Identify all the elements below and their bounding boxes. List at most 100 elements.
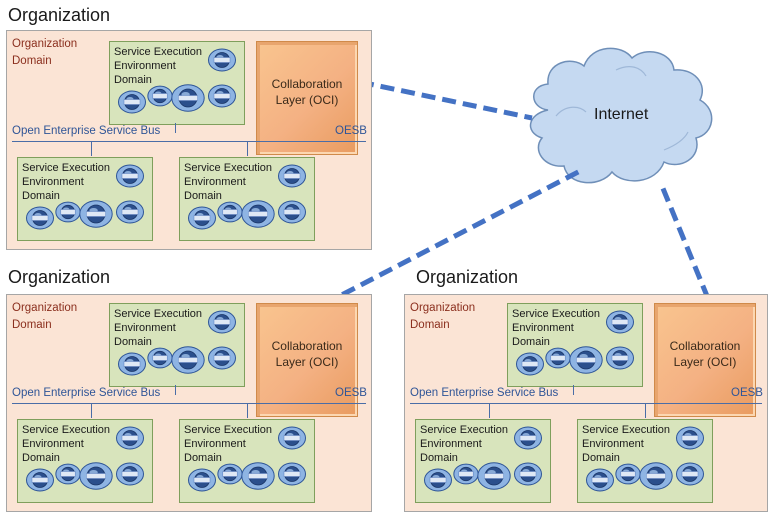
service-icon: [26, 206, 54, 230]
organization-2: Organization Domain Service Execution En…: [6, 294, 372, 512]
service-cluster-graphic: [26, 164, 144, 230]
internet-cloud: [529, 47, 713, 184]
service-icon: [453, 463, 479, 485]
osb-label-3: Open Enterprise Service Bus: [410, 387, 559, 399]
service-icon: [278, 200, 306, 224]
see-label: Service Execution Environment Domain: [114, 308, 203, 348]
service-cluster-graphic: [586, 426, 704, 492]
bus-connector: [175, 385, 176, 395]
org-title-3: Organization: [416, 267, 519, 287]
service-cluster: [180, 420, 314, 502]
see-domain-1a: Service Execution Environment Domain: [109, 41, 245, 125]
service-icon: [116, 462, 144, 486]
bus-connector: [489, 404, 490, 418]
service-cluster: [18, 420, 152, 502]
service-bus-1: [12, 141, 366, 142]
service-icon: [188, 468, 216, 492]
org-domain-label-2: Organization Domain: [12, 302, 78, 331]
oesb-label-1: OESB: [335, 125, 367, 137]
service-cluster-graphic: [26, 426, 144, 492]
service-icon: [79, 462, 113, 490]
bus-connector: [645, 404, 646, 418]
osb-label-2: Open Enterprise Service Bus: [12, 387, 161, 399]
service-icon: [116, 164, 144, 188]
service-icon: [171, 346, 205, 374]
service-icon: [569, 346, 603, 374]
service-icon: [639, 462, 673, 490]
service-icon: [79, 200, 113, 228]
service-icon: [545, 347, 571, 369]
see-label: Service Execution Environment Domain: [22, 424, 111, 464]
service-cluster-graphic: [516, 310, 634, 376]
org-domain-label-1: Organization Domain: [12, 38, 78, 67]
see-label: Service Execution Environment Domain: [22, 162, 111, 202]
service-cluster-graphic: [424, 426, 542, 492]
service-icon: [676, 462, 704, 486]
see-domain-1b: Service Execution Environment Domain: [17, 157, 153, 241]
service-cluster-graphic: [118, 310, 236, 376]
bus-connector: [91, 142, 92, 156]
service-icon: [147, 347, 173, 369]
service-icon: [171, 84, 205, 112]
see-label: Service Execution Environment Domain: [114, 46, 203, 86]
service-cluster: [110, 304, 244, 386]
see-label: Service Execution Environment Domain: [512, 308, 601, 348]
service-bus-2: [12, 403, 366, 404]
organization-1: Organization Domain Service Execution En…: [6, 30, 372, 250]
collab-label-2: Collaboration Layer (OCI): [271, 339, 343, 369]
org-title-2: Organization: [8, 267, 111, 287]
see-domain-2b: Service Execution Environment Domain: [17, 419, 153, 503]
service-bus-3: [410, 403, 762, 404]
see-label: Service Execution Environment Domain: [582, 424, 671, 464]
service-cluster-graphic: [188, 426, 306, 492]
service-icon: [118, 90, 146, 114]
bus-connector: [247, 404, 248, 418]
oesb-label-2: OESB: [335, 387, 367, 399]
service-cluster: [110, 42, 244, 124]
see-label: Service Execution Environment Domain: [184, 162, 273, 202]
service-icon: [208, 48, 236, 72]
service-icon: [241, 462, 275, 490]
service-icon: [477, 462, 511, 490]
oesb-label-3: OESB: [731, 387, 763, 399]
service-icon: [188, 206, 216, 230]
service-icon: [514, 426, 542, 450]
organization-3: Organization Domain Service Execution En…: [404, 294, 768, 512]
collaboration-layer-1: Collaboration Layer (OCI): [256, 41, 358, 155]
see-domain-3c: Service Execution Environment Domain: [577, 419, 713, 503]
service-icon: [278, 462, 306, 486]
collaboration-layer-2: Collaboration Layer (OCI): [256, 303, 358, 417]
see-label: Service Execution Environment Domain: [420, 424, 509, 464]
service-icon: [516, 352, 544, 376]
collab-label-3: Collaboration Layer (OCI): [669, 339, 741, 369]
org-domain-label-3: Organization Domain: [410, 302, 476, 331]
service-icon: [116, 426, 144, 450]
service-icon: [118, 352, 146, 376]
service-cluster: [180, 158, 314, 240]
service-cluster-graphic: [188, 164, 306, 230]
link-org1-internet: [359, 79, 533, 121]
org-title-1: Organization: [8, 5, 111, 25]
collab-label-1: Collaboration Layer (OCI): [271, 77, 343, 107]
service-icon: [606, 346, 634, 370]
service-icon: [217, 463, 243, 485]
service-icon: [586, 468, 614, 492]
service-cluster: [416, 420, 550, 502]
service-icon: [615, 463, 641, 485]
service-icon: [208, 84, 236, 108]
see-label: Service Execution Environment Domain: [184, 424, 273, 464]
service-cluster-graphic: [118, 48, 236, 114]
service-icon: [217, 201, 243, 223]
see-domain-1c: Service Execution Environment Domain: [179, 157, 315, 241]
see-domain-2c: Service Execution Environment Domain: [179, 419, 315, 503]
bus-connector: [91, 404, 92, 418]
service-icon: [424, 468, 452, 492]
service-cluster: [18, 158, 152, 240]
service-icon: [147, 85, 173, 107]
collaboration-layer-3: Collaboration Layer (OCI): [654, 303, 756, 417]
bus-connector: [573, 385, 574, 395]
see-domain-2a: Service Execution Environment Domain: [109, 303, 245, 387]
see-domain-3b: Service Execution Environment Domain: [415, 419, 551, 503]
osb-label-1: Open Enterprise Service Bus: [12, 125, 161, 137]
